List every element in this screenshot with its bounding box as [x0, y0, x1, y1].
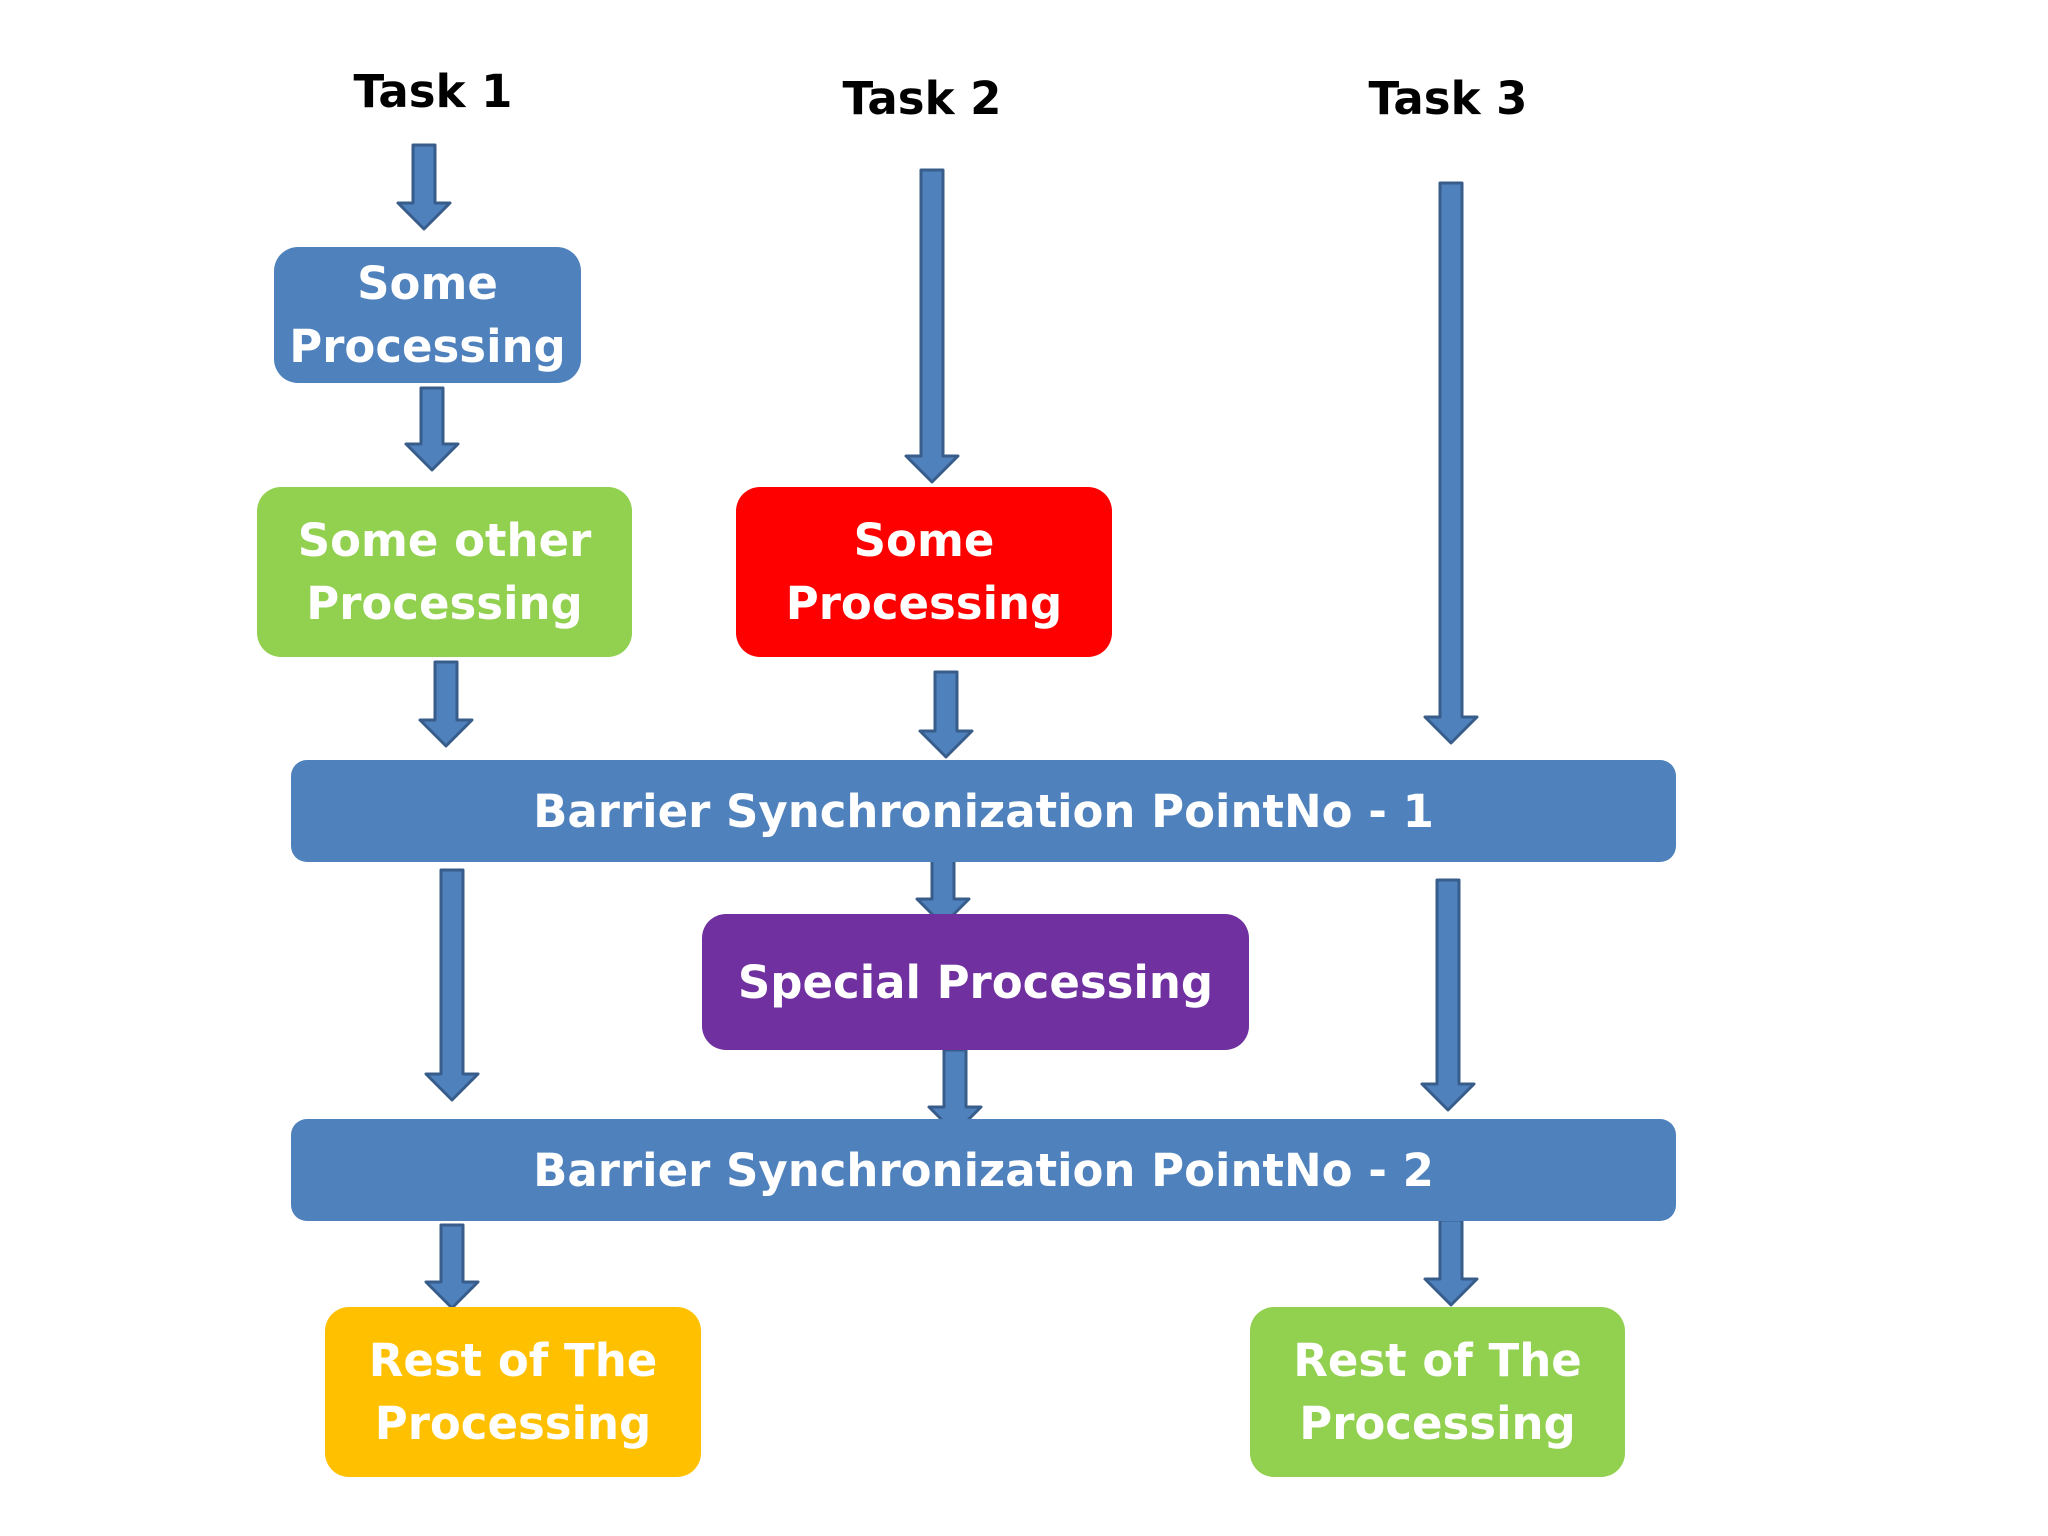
rest-of-processing-task1-box: Rest of The Processing: [325, 1307, 701, 1477]
arrow-task1-barrier1-to-barrier2: [424, 868, 480, 1102]
task1-some-processing-label: Some Processing: [289, 257, 566, 373]
arrow-barrier2-to-rest-task3: [1423, 1218, 1479, 1307]
task1-some-other-processing-box: Some other Processing: [257, 487, 632, 657]
barrier-1-label: Barrier Synchronization PointNo - 1: [533, 784, 1434, 838]
task2-some-processing-box: Some Processing: [736, 487, 1112, 657]
task1-some-processing-box: Some Processing: [274, 247, 581, 383]
special-processing-label: Special Processing: [737, 955, 1214, 1009]
task1-some-other-processing-label: Some other Processing: [297, 514, 592, 630]
arrow-some-processing-to-other: [404, 386, 460, 472]
task-1-label: Task 1: [353, 65, 513, 118]
special-processing-box: Special Processing: [702, 914, 1249, 1050]
barrier-2-label: Barrier Synchronization PointNo - 2: [533, 1143, 1434, 1197]
arrow-barrier2-to-rest-task1: [424, 1223, 480, 1310]
rest-of-processing-task3-label: Rest of The Processing: [1293, 1334, 1582, 1450]
rest-of-processing-task1-label: Rest of The Processing: [368, 1334, 658, 1450]
arrow-task3-barrier1-to-barrier2: [1420, 878, 1476, 1112]
barrier-sync-point-2: Barrier Synchronization PointNo - 2: [291, 1119, 1676, 1221]
arrow-task3-to-barrier1: [1423, 181, 1479, 745]
arrow-task2-box-to-barrier1: [918, 670, 974, 759]
arrow-task1-to-some-processing: [396, 143, 452, 231]
task-2-label: Task 2: [842, 72, 1002, 125]
task2-some-processing-label: Some Processing: [785, 514, 1063, 630]
arrow-task2-to-some-processing: [904, 168, 960, 484]
arrow-other-to-barrier1: [418, 660, 474, 748]
barrier-sync-point-1: Barrier Synchronization PointNo - 1: [291, 760, 1676, 862]
task-3-label: Task 3: [1368, 72, 1528, 125]
rest-of-processing-task3-box: Rest of The Processing: [1250, 1307, 1625, 1477]
